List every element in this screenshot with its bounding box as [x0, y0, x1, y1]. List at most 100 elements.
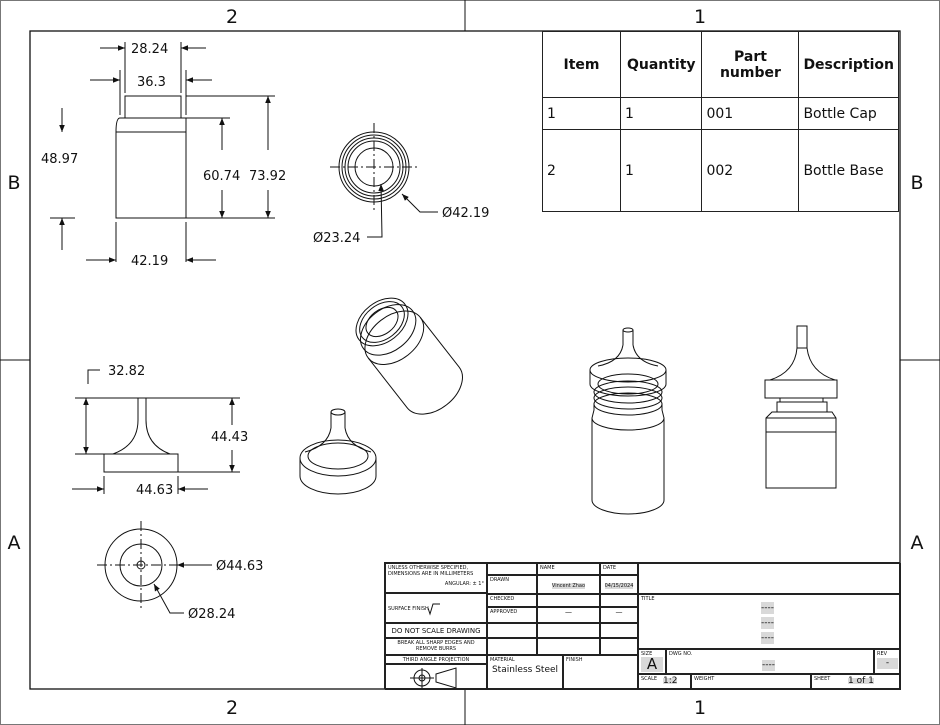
material-value: Stainless Steel [491, 665, 559, 675]
size-label: SIZE [641, 651, 653, 657]
zone-top-1: 1 [694, 6, 706, 28]
blank-cell [600, 623, 638, 638]
dwg-no-label: DWG NO. [669, 651, 693, 657]
bom-header-part-number: Part number [701, 31, 800, 98]
title-block: UNLESS OTHERWISE SPECIFIED, DIMENSIONS A… [384, 562, 901, 690]
nozzle-front-view [72, 369, 240, 494]
zone-right-a: A [911, 532, 924, 554]
title-value-3: ---- [761, 632, 774, 644]
do-not-scale-note: DO NOT SCALE DRAWING [385, 623, 487, 638]
drawn-name: Vincent Zhao [537, 575, 600, 594]
bom-cell: 1 [620, 97, 703, 130]
scale-value: 1:2 [663, 676, 678, 686]
dim-nozzle-top-inner: Ø28.24 [188, 607, 235, 622]
zone-left-b: B [7, 172, 20, 194]
title-value-2: ---- [761, 617, 774, 629]
company-cell [638, 563, 901, 594]
surface-finish-symbol [427, 603, 440, 616]
scale-label: SCALE [641, 676, 658, 682]
bom-header-item: Item [541, 31, 622, 98]
dim-cap-inner-height: 60.74 [203, 169, 240, 184]
tolerance-notes: UNLESS OTHERWISE SPECIFIED, DIMENSIONS A… [385, 563, 487, 593]
sheet-label: SHEET [814, 676, 831, 682]
dwg-no-value: ---- [762, 660, 775, 671]
bom-cell: 1 [541, 97, 622, 130]
dim-cap-top-width: 28.24 [131, 42, 168, 57]
break-edges-note: BREAK ALL SHARP EDGES AND REMOVE BURRS [385, 638, 487, 655]
bottle-isometric-view [355, 297, 463, 415]
projection-label: THIRD ANGLE PROJECTION [385, 655, 487, 664]
zone-bottom-1: 1 [694, 697, 706, 719]
bottle-front-view [50, 42, 275, 263]
table-row: 2 1 002 Bottle Base [541, 129, 899, 212]
size-cell: SIZE A [638, 649, 666, 674]
assembly-front-view [764, 325, 838, 489]
nozzle-isometric-view [299, 408, 377, 495]
approved-date: — [600, 607, 638, 623]
rev-cell: REV - [874, 649, 901, 674]
sheet-cell: SHEET 1 of 1 [811, 674, 901, 690]
dim-body-width: 42.19 [131, 254, 168, 269]
units-note: UNLESS OTHERWISE SPECIFIED, DIMENSIONS A… [388, 565, 474, 577]
bom-cell: 001 [701, 97, 800, 130]
drawn-label: DRAWN [487, 575, 537, 594]
material-label: MATERIAL [490, 657, 515, 663]
scale-cell: SCALE 1:2 [638, 674, 691, 690]
dim-overall-height: 73.92 [249, 169, 286, 184]
zone-top-2: 2 [226, 6, 238, 28]
table-row: 1 1 001 Bottle Cap [541, 97, 899, 130]
blank-cell [487, 623, 537, 638]
approved-label: APPROVED [487, 607, 537, 623]
dim-cap-width: 36.3 [137, 75, 166, 90]
nozzle-top-view [97, 521, 212, 614]
drawn-date-value: 04/15/2024 [604, 583, 634, 589]
weight-cell: WEIGHT [691, 674, 811, 690]
dim-nozzle-height: 44.43 [211, 430, 248, 445]
rev-label: REV [877, 651, 888, 657]
dim-top-inner-diameter: Ø23.24 [313, 231, 360, 246]
approval-corner [487, 563, 537, 575]
sheet-value: 1 of 1 [848, 676, 874, 686]
blank-cell [600, 638, 638, 655]
checked-date [600, 594, 638, 607]
bom-header-quantity: Quantity [620, 31, 703, 98]
bom-cell: 1 [620, 129, 703, 212]
bom-cell: Bottle Cap [798, 97, 899, 130]
zone-right-b: B [910, 172, 923, 194]
assembly-isometric-view [589, 327, 667, 515]
bom-header-row: Item Quantity Part number Description [541, 31, 899, 98]
title-label: TITLE [641, 596, 655, 602]
size-value: A [641, 657, 663, 672]
bottle-top-view [330, 123, 438, 238]
third-angle-projection-symbol [410, 667, 457, 689]
checked-label: CHECKED [487, 594, 537, 607]
dim-body-height: 48.97 [41, 152, 78, 167]
bom-cell: 002 [701, 129, 800, 212]
approved-name: — [537, 607, 600, 623]
dwg-no-cell: DWG NO. ---- [666, 649, 874, 674]
dim-nozzle-top-outer: Ø44.63 [216, 559, 263, 574]
material-cell: MATERIAL Stainless Steel [487, 655, 563, 690]
checked-name [537, 594, 600, 607]
bill-of-materials: Item Quantity Part number Description 1 … [541, 31, 899, 212]
bom-header-description: Description [798, 31, 899, 98]
blank-cell [537, 638, 600, 655]
zone-bottom-2: 2 [226, 697, 238, 719]
blank-cell [487, 638, 537, 655]
title-cell: TITLE ---- ---- ---- [638, 594, 901, 649]
angular-tolerance: ANGULAR: ± 1° [444, 581, 484, 587]
surface-finish-label: SURFACE FINISH [385, 593, 487, 623]
dim-top-outer-diameter: Ø42.19 [442, 206, 489, 221]
zone-left-a: A [8, 532, 21, 554]
drawn-date: 04/15/2024 [600, 575, 638, 594]
dim-nozzle-width: 32.82 [108, 364, 145, 379]
finish-cell: FINISH [563, 655, 638, 690]
bom-cell: Bottle Base [798, 129, 899, 212]
rev-value: - [877, 658, 898, 669]
dim-nozzle-base-width: 44.63 [136, 483, 173, 498]
date-header: DATE [600, 563, 638, 575]
bom-cell: 2 [541, 129, 622, 212]
drawn-name-value: Vincent Zhao [551, 583, 586, 589]
title-value-1: ---- [761, 602, 774, 614]
